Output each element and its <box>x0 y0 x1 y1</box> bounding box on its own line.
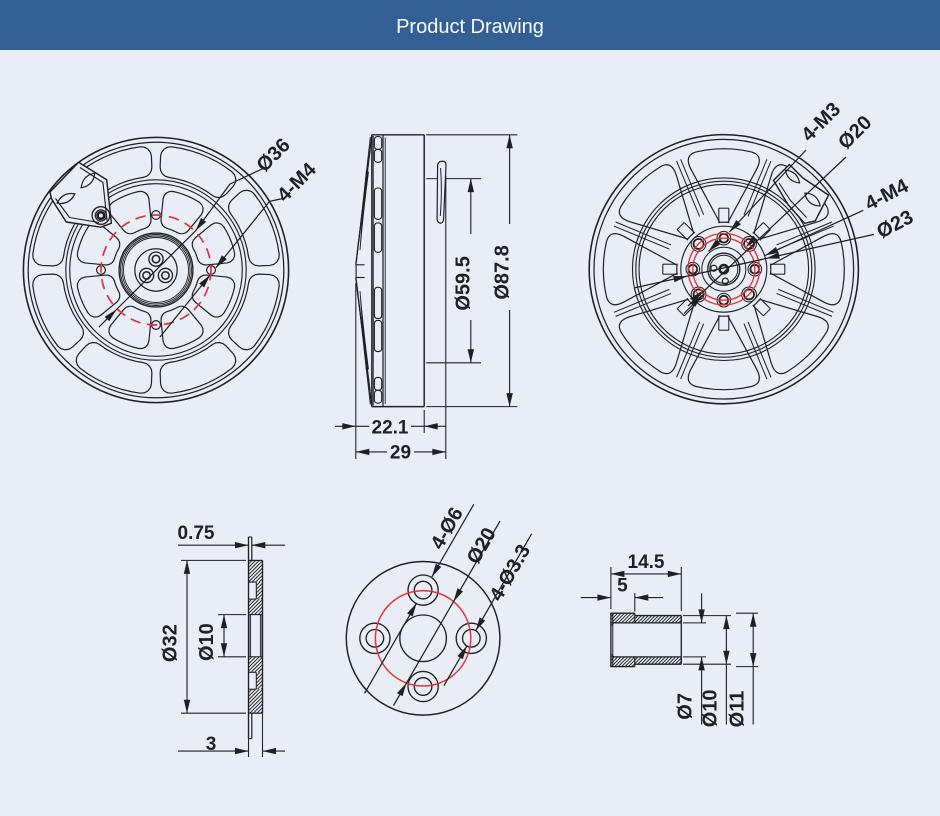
svg-text:Ø23: Ø23 <box>873 206 917 243</box>
svg-text:Ø87.8: Ø87.8 <box>491 245 513 299</box>
svg-text:5: 5 <box>617 576 628 597</box>
svg-text:Product Drawing: Product Drawing <box>396 16 544 38</box>
svg-text:Ø7: Ø7 <box>675 693 697 720</box>
svg-text:14.5: 14.5 <box>628 552 665 573</box>
svg-text:3: 3 <box>206 734 217 755</box>
svg-text:Ø32: Ø32 <box>160 624 182 662</box>
svg-text:4-Ø3.3: 4-Ø3.3 <box>485 541 535 605</box>
svg-text:Ø10: Ø10 <box>700 689 722 727</box>
svg-text:Ø10: Ø10 <box>196 623 218 661</box>
svg-text:22.1: 22.1 <box>372 418 409 439</box>
svg-text:Ø11: Ø11 <box>727 691 749 728</box>
svg-text:4-M4: 4-M4 <box>273 158 321 206</box>
svg-text:29: 29 <box>390 443 411 464</box>
svg-text:Ø59.5: Ø59.5 <box>452 256 474 310</box>
svg-text:4-Ø6: 4-Ø6 <box>427 504 468 554</box>
svg-text:0.75: 0.75 <box>178 523 215 544</box>
